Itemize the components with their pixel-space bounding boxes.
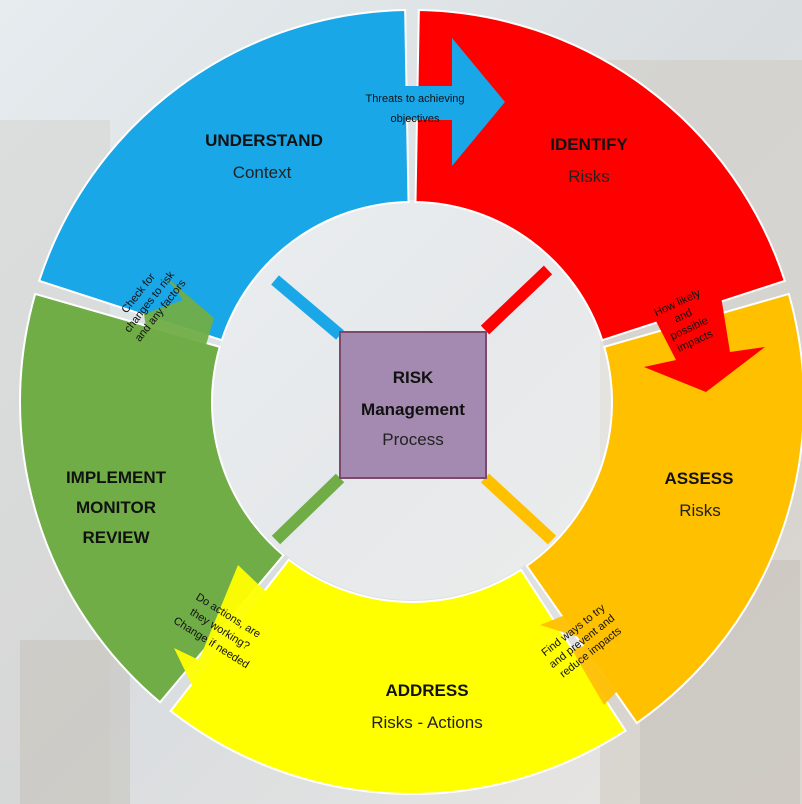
assess-title: ASSESS xyxy=(665,469,734,488)
address-subtitle: Risks - Actions xyxy=(371,713,482,732)
threats-text-line1: Threats to achieving xyxy=(365,93,464,105)
arrow-how-likely xyxy=(640,290,765,392)
segment-implement xyxy=(19,292,285,704)
spoke-implement xyxy=(271,473,345,545)
implement-line3: REVIEW xyxy=(82,528,150,547)
segment-understand xyxy=(37,9,410,342)
segment-identify xyxy=(414,9,787,342)
arrow-find-ways xyxy=(540,602,652,705)
implement-line2: MONITOR xyxy=(76,498,156,517)
arrow-threats xyxy=(338,38,505,166)
center-title-risk: RISK xyxy=(393,368,434,387)
understand-title: UNDERSTAND xyxy=(205,131,323,150)
identify-subtitle: Risks xyxy=(568,167,610,186)
spoke-assess xyxy=(480,473,557,545)
address-title: ADDRESS xyxy=(385,681,468,700)
implement-line1: IMPLEMENT xyxy=(66,468,167,487)
assess-subtitle: Risks xyxy=(679,501,721,520)
arrow-do-actions xyxy=(174,565,280,712)
understand-subtitle: Context xyxy=(233,163,292,182)
spoke-understand xyxy=(271,275,344,340)
arrow-check-for-changes xyxy=(144,276,214,372)
center-box xyxy=(339,331,487,479)
identify-title: IDENTIFY xyxy=(550,135,628,154)
center-subtitle: Process xyxy=(382,430,443,449)
segment-address xyxy=(169,558,627,795)
threats-text-line2: objectives xyxy=(391,113,440,125)
center-title-management: Management xyxy=(361,400,465,419)
spoke-identify xyxy=(480,265,553,335)
